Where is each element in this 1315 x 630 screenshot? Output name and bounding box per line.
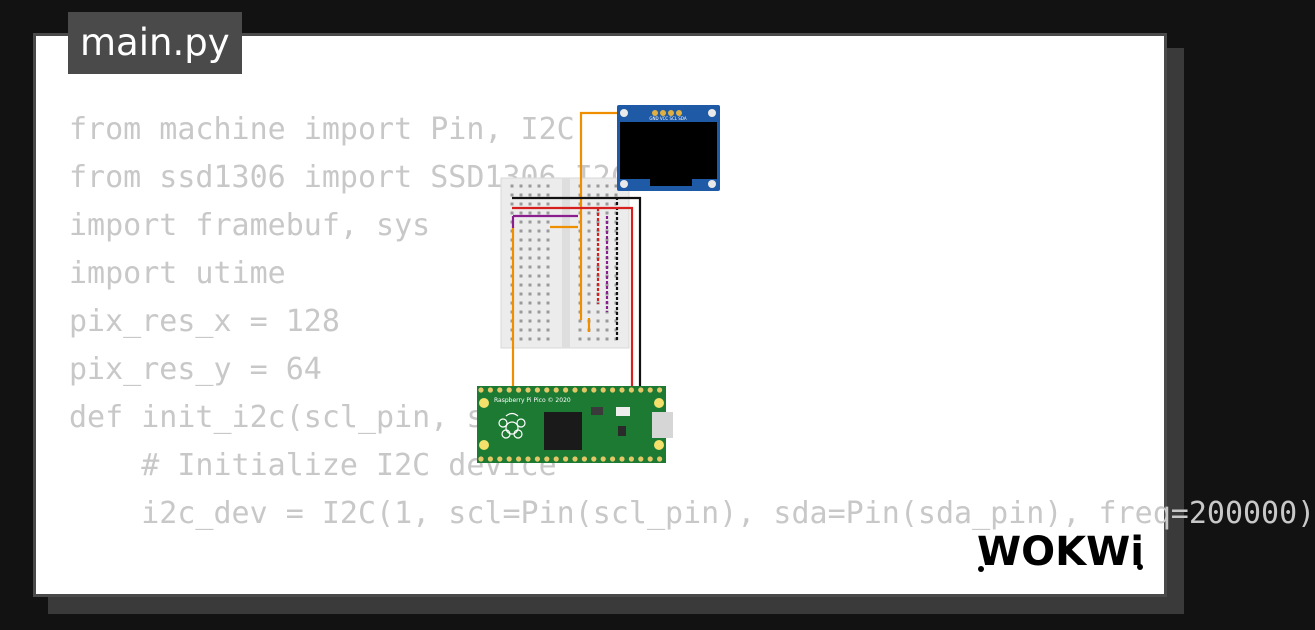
- wokwi-logo-text: WOKWi: [977, 529, 1144, 575]
- pico-label: Raspberry Pi Pico © 2020: [494, 397, 571, 404]
- wokwi-logo: WOKWi: [977, 529, 1144, 575]
- wire-red-vcc: [512, 206, 634, 460]
- wire-black-gnd: [512, 196, 642, 460]
- breadboard: [500, 177, 630, 349]
- code-line: from ssd1306 import SSD1306_I2C: [69, 160, 629, 195]
- code-line: pix_res_x = 128: [69, 304, 340, 339]
- code-line: import framebuf, sys: [69, 208, 431, 243]
- pico-board: Raspberry Pi Pico © 2020: [477, 386, 673, 463]
- file-tab[interactable]: main.py: [68, 12, 242, 74]
- oled-pins-label: GND VCC SCL SDA: [649, 116, 686, 121]
- code-line: pix_res_y = 64: [69, 352, 322, 387]
- code-line: from machine import Pin, I2C: [69, 112, 575, 147]
- code-line: i2c_dev = I2C(1, scl=Pin(scl_pin), sda=P…: [69, 496, 1315, 531]
- raspberry-logo-icon: [498, 412, 526, 439]
- code-line: import utime: [69, 256, 286, 291]
- circuit-diagram: GND VCC SCL SDA Raspberry Pi Pico © 2020: [477, 105, 720, 463]
- oled-display: GND VCC SCL SDA: [617, 105, 720, 191]
